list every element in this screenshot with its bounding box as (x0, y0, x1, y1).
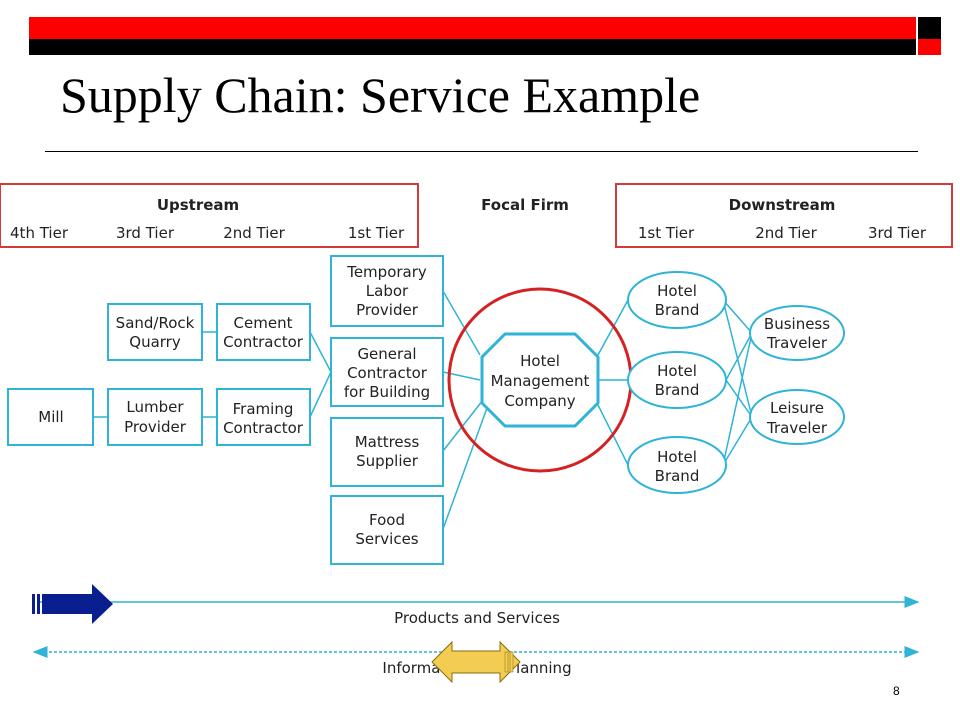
hotel-management-label-2: Management (491, 372, 590, 390)
node-hotel-brand-2 (627, 351, 727, 409)
mill-label: Mill (38, 408, 63, 426)
general-contractor-label-2: Contractor (347, 364, 428, 382)
leisure-traveler-label-2: Traveler (766, 419, 828, 437)
upstream-tier-4: 4th Tier (10, 224, 69, 242)
node-hotel-brand-3 (627, 436, 727, 494)
lumber-provider-label-2: Provider (124, 418, 187, 436)
upstream-header-box (0, 183, 419, 248)
lumber-provider-label-1: Lumber (126, 398, 184, 416)
hotel-brand-2-label-1: Hotel (657, 362, 697, 380)
hotel-brand-2-label-2: Brand (655, 381, 700, 399)
header-red-square (918, 39, 941, 55)
hotel-management-label-1: Hotel (520, 352, 560, 370)
node-business-traveler (749, 305, 845, 361)
sand-rock-quarry-label-2: Quarry (129, 333, 181, 351)
node-temporary-labor-provider (330, 255, 444, 327)
upstream-label: Upstream (157, 196, 239, 214)
header-black-square (918, 17, 941, 39)
general-contractor-label-3: for Building (344, 383, 430, 401)
food-services-label-1: Food (369, 511, 405, 529)
hotel-brand-1-label-1: Hotel (657, 282, 697, 300)
downstream-tier-1: 1st Tier (638, 224, 695, 242)
hotel-brand-1-label-2: Brand (655, 301, 700, 319)
focal-firm-label: Focal Firm (481, 196, 569, 214)
node-food-services (330, 495, 444, 565)
blue-forward-arrow-icon (32, 584, 113, 624)
downstream-label: Downstream (729, 196, 836, 214)
cement-contractor-label-1: Cement (234, 314, 293, 332)
temporary-labor-label-3: Provider (356, 301, 419, 319)
downstream-header-box (615, 183, 953, 248)
downstream-tier-3: 3rd Tier (868, 224, 927, 242)
temporary-labor-label-1: Temporary (346, 263, 427, 281)
upstream-tier-3: 3rd Tier (116, 224, 175, 242)
general-contractor-label-1: General (357, 345, 416, 363)
node-hotel-management-company (480, 332, 600, 428)
mattress-supplier-label-2: Supplier (356, 452, 419, 470)
node-mattress-supplier (330, 417, 444, 487)
framing-contractor-label-2: Contractor (223, 419, 304, 437)
gold-double-arrow-icon (431, 640, 521, 684)
mattress-supplier-label-1: Mattress (355, 433, 420, 451)
title-divider (45, 151, 918, 152)
hotel-brand-3-label-2: Brand (655, 467, 700, 485)
node-lumber-provider (107, 388, 203, 446)
business-traveler-label-2: Traveler (766, 334, 828, 352)
node-framing-contractor (216, 388, 311, 446)
node-cement-contractor (216, 303, 311, 361)
downstream-tier-2: 2nd Tier (755, 224, 817, 242)
hotel-brand-3-label-1: Hotel (657, 448, 697, 466)
leisure-traveler-label-1: Leisure (770, 399, 824, 417)
upstream-tier-2: 2nd Tier (223, 224, 285, 242)
node-general-contractor (330, 337, 444, 407)
node-hotel-brand-1 (627, 271, 727, 329)
sand-rock-quarry-label-1: Sand/Rock (116, 314, 195, 332)
node-sand-rock-quarry (107, 303, 203, 361)
header-red-bar (29, 17, 916, 39)
hotel-management-label-3: Company (504, 392, 575, 410)
page-number: 8 (893, 684, 900, 698)
framing-contractor-label-1: Framing (233, 400, 294, 418)
temporary-labor-label-2: Labor (366, 282, 409, 300)
cement-contractor-label-2: Contractor (223, 333, 304, 351)
products-flow-label: Products and Services (394, 609, 560, 627)
food-services-label-2: Services (355, 530, 418, 548)
business-traveler-label-1: Business (764, 315, 830, 333)
slide-title: Supply Chain: Service Example (60, 67, 701, 123)
header-black-bar (29, 39, 916, 55)
node-leisure-traveler (749, 389, 845, 445)
node-mill (7, 388, 94, 446)
upstream-tier-1: 1st Tier (348, 224, 405, 242)
